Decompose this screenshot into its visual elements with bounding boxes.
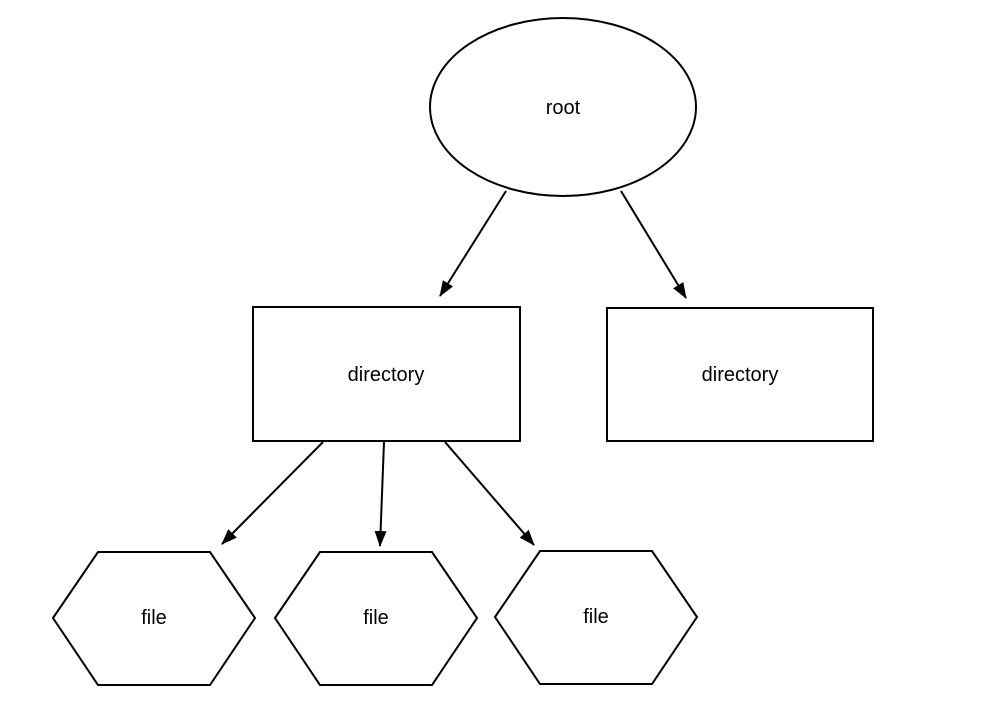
edge-directory-left-to-file-3 xyxy=(444,441,535,546)
file-1-hexagon-shape xyxy=(51,551,257,686)
edges xyxy=(221,190,687,547)
node-label-directory-left: directory xyxy=(348,364,425,386)
edge-directory-left-to-file-2 xyxy=(374,441,387,547)
directory-left-rectangle-shape xyxy=(252,306,521,442)
edge-root-to-directory-left xyxy=(439,190,507,297)
node-file-3: file xyxy=(493,550,699,685)
node-file-2: file xyxy=(273,551,479,686)
file-3-hexagon-shape xyxy=(493,550,699,685)
node-directory-right: directory xyxy=(606,307,874,442)
node-label-file-1: file xyxy=(141,607,167,629)
node-directory-left: directory xyxy=(252,306,521,442)
node-label-directory-right: directory xyxy=(702,364,779,386)
node-root: root xyxy=(429,17,697,197)
file-2-hexagon-shape xyxy=(273,551,479,686)
node-label-root: root xyxy=(546,97,581,119)
edge-root-to-directory-right xyxy=(620,190,687,299)
root-ellipse-shape xyxy=(429,17,697,197)
node-label-file-3: file xyxy=(583,606,609,628)
directory-right-rectangle-shape xyxy=(606,307,874,442)
node-file-1: file xyxy=(51,551,257,686)
node-label-file-2: file xyxy=(363,607,389,629)
edge-directory-left-to-file-1 xyxy=(221,441,324,545)
